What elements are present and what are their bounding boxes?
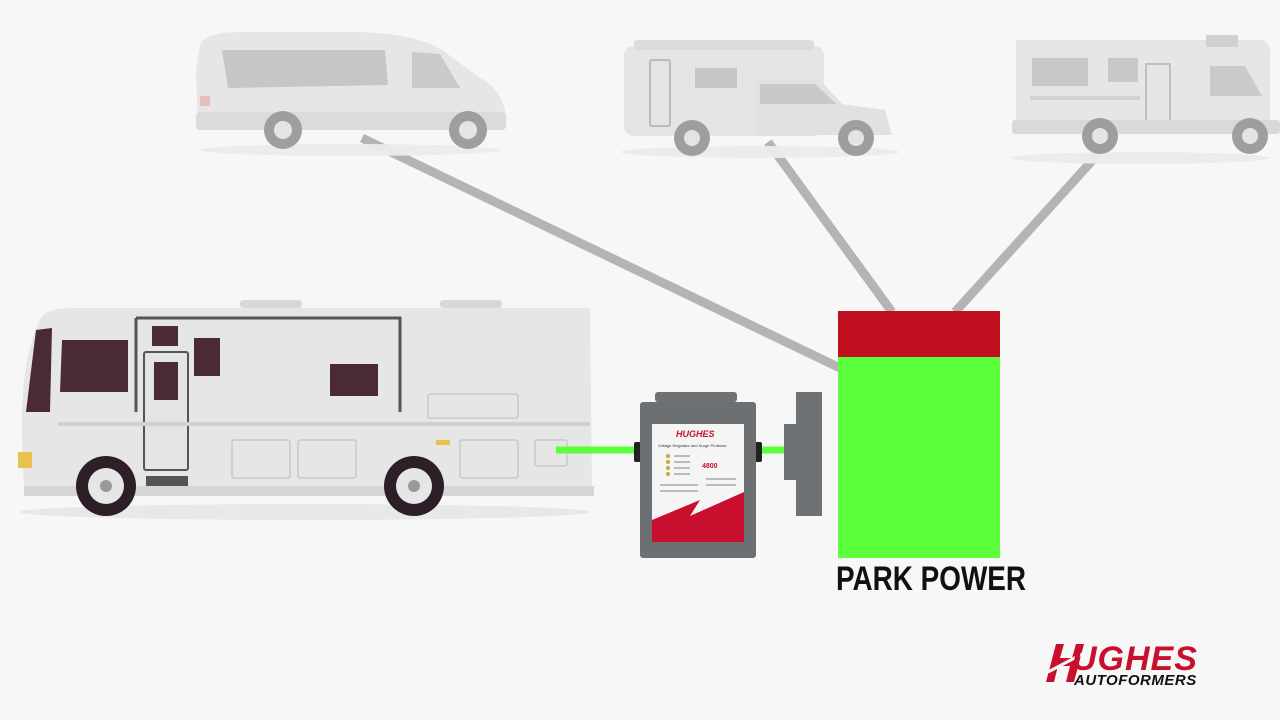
logo-wordmark: UGHES [1072,640,1198,678]
truck-camper [620,40,900,158]
device-model: 4800 [702,463,718,470]
pedestal-plug [784,392,822,516]
device-brand: HUGHES [676,429,715,439]
park-power-label: PARK POWER [836,560,1027,598]
hughes-logo: UGHES AUTOFORMERS [1046,642,1246,692]
class-a-motorhome [18,300,594,520]
device-subtitle: Voltage Regulator and Surge Protector [658,443,727,448]
logo-subtext: AUTOFORMERS [1074,672,1197,689]
sprinter-van [196,32,506,156]
cable-truck-camper [764,139,896,315]
cable-sprinter-van [360,133,842,373]
hughes-h-mark-icon [1046,644,1087,682]
park-power-top [838,311,1000,357]
autoformer-device: HUGHES Voltage Regulator and Surge Prote… [634,392,762,558]
cable-class-c-rv [951,148,1104,316]
class-c-rv [1010,35,1280,164]
park-power-body [838,357,1000,558]
